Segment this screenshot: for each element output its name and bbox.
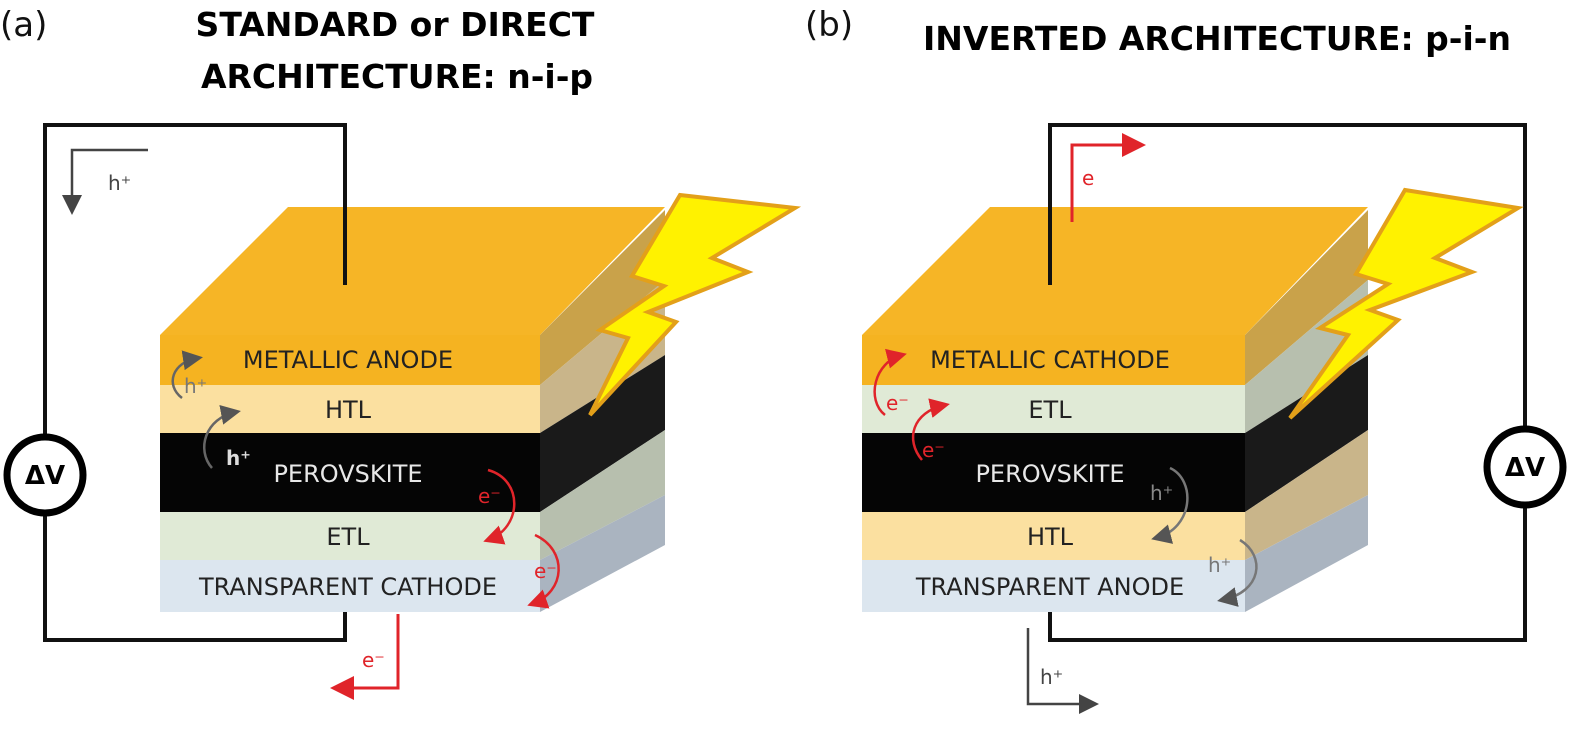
layer-label-etl-b: ETL [1028,396,1072,424]
layer-label-transparent-anode: TRANSPARENT ANODE [915,573,1184,601]
voltmeter-icon [3,433,87,517]
panel-a-voltage: ΔV [25,461,65,491]
hole-arrow-1 [171,350,203,399]
circuit-wire-bottom-b [1048,505,1527,642]
carrier-hole-2-b: h⁺ [1208,553,1231,577]
etl-front [160,512,540,560]
electron-flow-arrow-top [1070,133,1146,222]
electron-arrow-1 [483,468,516,545]
layer-label-htl-b: HTL [1027,523,1074,551]
carrier-electron-top: e [1082,166,1094,190]
perovskite-front [160,433,540,512]
carrier-hole-2: h⁺ [226,446,251,470]
panel-a-title-line1: STANDARD or DIRECT [196,5,595,44]
cathode-side [540,495,665,612]
carrier-electron-1: e⁻ [478,484,501,508]
htl-side-b [1245,430,1368,560]
panel-b-voltage: ΔV [1505,453,1545,483]
layer-label-etl: ETL [326,523,370,551]
anode-front [160,335,540,385]
carrier-electron-2-b: e⁻ [922,438,945,462]
circuit-wire-bottom [43,510,347,642]
cathode-front [160,560,540,612]
cathode-top-b [862,207,1368,335]
electron-arrow-2 [527,533,560,609]
hole-arrow-1-b [1151,466,1189,544]
perovskite-side [540,355,665,512]
electron-arrow-1-b [873,348,907,416]
layer-label-perovskite: PEROVSKITE [273,460,422,488]
layer-label-perovskite-b: PEROVSKITE [975,460,1124,488]
layer-label-htl: HTL [325,396,372,424]
cathode-front-b [862,335,1245,385]
lightning-icon [588,192,802,417]
carrier-hole-1: h⁺ [184,374,207,398]
electron-flow-arrow-bottom [330,614,400,700]
voltmeter-icon-b [1483,425,1567,509]
layer-label-transparent-cathode: TRANSPARENT CATHODE [198,573,497,601]
carrier-electron-1-b: e⁻ [886,391,909,415]
carrier-electron-2: e⁻ [534,559,557,583]
hole-arrow-2-b [1217,538,1258,607]
panel-b-label: (b) [805,5,853,45]
hole-flow-arrow-bottom [1026,628,1099,714]
etl-side [540,430,665,560]
panel-b: (b) INVERTED ARCHITECTURE: p-i-n ΔV META… [805,5,1567,714]
lightning-icon-b [1288,187,1524,420]
perovskite-front-b [862,433,1245,512]
etl-front-b [862,385,1245,433]
panel-a-label: (a) [0,5,47,45]
anode-side [540,210,665,385]
layer-label-metallic-cathode: METALLIC CATHODE [930,346,1170,374]
anode-side-b [1245,495,1368,612]
perovskite-side-b [1245,355,1368,512]
anode-top [160,207,665,335]
anode-front-b [862,560,1245,612]
carrier-hole-1-b: h⁺ [1150,481,1173,505]
panel-a-title-line2: ARCHITECTURE: n-i-p [201,57,593,96]
hole-flow-arrow-top [62,148,148,215]
carrier-hole-bottom: h⁺ [1040,665,1063,689]
panel-b-title: INVERTED ARCHITECTURE: p-i-n [923,19,1511,58]
cathode-side-b [1245,210,1368,385]
carrier-hole-top: h⁺ [108,171,131,195]
hole-arrow-2 [203,405,241,469]
carrier-electron-bottom: e⁻ [362,648,385,672]
electron-arrow-2-b [911,398,950,461]
layer-label-metallic-anode: METALLIC ANODE [243,346,453,374]
panel-a: (a) STANDARD or DIRECT ARCHITECTURE: n-i… [0,5,802,700]
